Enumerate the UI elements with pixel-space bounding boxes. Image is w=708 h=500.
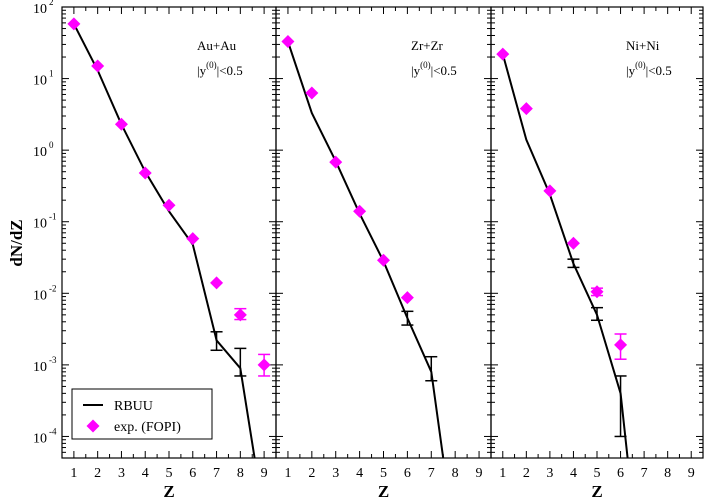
x-tick-label: 3 (118, 466, 125, 481)
exp-point-diamond (67, 17, 81, 31)
exp-point-diamond (614, 338, 628, 352)
legend-diamond-marker (86, 419, 100, 433)
y-tick-exponent: -1 (49, 212, 57, 222)
legend: RBUU exp. (FOPI) (71, 388, 213, 440)
x-tick-label: 8 (237, 466, 244, 481)
x-tick-label: 6 (189, 466, 196, 481)
y-tick-exponent: -4 (49, 426, 57, 436)
x-axis-title: Z (378, 482, 389, 500)
exp-point-diamond (496, 47, 510, 61)
exp-point-diamond (114, 117, 128, 131)
y-tick-label: 10 (33, 360, 47, 375)
y-tick-exponent: 2 (49, 0, 54, 7)
x-tick-label: 4 (570, 466, 577, 481)
exp-point-diamond (138, 166, 152, 180)
x-tick-label: 3 (546, 466, 553, 481)
exp-point-diamond (353, 204, 367, 218)
exp-point-diamond (233, 308, 247, 322)
exp-point-diamond (257, 358, 271, 372)
x-tick-label: 3 (332, 466, 339, 481)
panel-ni-ni: 1 2 3 4 5 6 7 8 9Z Ni+Ni |y(0)|<0.5 (490, 6, 704, 500)
x-tick-label: 9 (261, 466, 268, 481)
plot-area (281, 34, 445, 458)
x-tick-label: 9 (476, 466, 483, 481)
x-tick-label: 9 (688, 466, 695, 481)
legend-label: exp. (FOPI) (114, 420, 181, 435)
x-tick-label: 2 (308, 466, 315, 481)
x-tick-label: 7 (428, 466, 435, 481)
x-tick-label: 5 (380, 466, 387, 481)
system-label: Zr+Zr (411, 38, 444, 53)
y-tick-label: 10 (33, 145, 47, 160)
exp-point-diamond (543, 184, 557, 198)
x-tick-label: 7 (641, 466, 648, 481)
y-tick-exponent: 1 (49, 69, 54, 79)
rapidity-cut-label: |y(0)|<0.5 (197, 60, 243, 78)
x-tick-label: 6 (617, 466, 624, 481)
rbuu-line (286, 41, 445, 458)
exp-point-diamond (210, 276, 224, 290)
legend-label: RBUU (114, 399, 153, 414)
x-tick-label: 1 (499, 466, 506, 481)
x-tick-label: 5 (594, 466, 601, 481)
x-tick-label: 2 (523, 466, 530, 481)
y-tick-label: 10 (33, 288, 47, 303)
y-tick-exponent: -3 (49, 355, 57, 365)
exp-point-diamond (566, 236, 580, 250)
y-tick-label: 10 (33, 431, 47, 446)
x-tick-label: 1 (70, 466, 77, 481)
x-tick-label: 4 (356, 466, 363, 481)
rbuu-line (501, 53, 629, 458)
panel-frame (275, 6, 492, 459)
rapidity-cut-label: |y(0)|<0.5 (411, 60, 457, 78)
y-tick-label: 10 (33, 217, 47, 232)
y-tick-label: 10 (33, 2, 47, 17)
exp-point-diamond (329, 155, 343, 169)
plot-area (496, 47, 629, 458)
x-tick-label: 6 (404, 466, 411, 481)
x-tick-label: 5 (166, 466, 173, 481)
y-tick-label: 10 (33, 74, 47, 89)
exp-point-diamond (91, 59, 105, 73)
x-tick-label: 2 (94, 466, 101, 481)
x-tick-label: 1 (284, 466, 291, 481)
panel-au-au: 1 2 3 4 5 6 7 8 9Z Au+Au |y(0)|<0.5 (61, 6, 277, 500)
x-axis-title: Z (163, 482, 174, 500)
y-tick-exponent: 0 (49, 140, 54, 150)
y-tick-exponent: -2 (49, 283, 57, 293)
x-tick-label: 8 (664, 466, 671, 481)
plot-area (67, 17, 271, 458)
x-tick-label: 4 (142, 466, 149, 481)
x-axis-title: Z (591, 482, 602, 500)
system-label: Au+Au (197, 38, 237, 53)
exp-point-diamond (400, 291, 414, 305)
legend-box (71, 388, 213, 440)
exp-point-diamond (186, 232, 200, 246)
exp-point-diamond (590, 285, 604, 299)
exp-point-diamond (162, 198, 176, 212)
exp-point-diamond (519, 102, 533, 116)
y-axis-title: dN/dZ (7, 219, 26, 266)
panels-group: 1 2 3 4 5 6 7 8 9Z Au+Au |y(0)|<0.5 1 2 3 4 5 6 7 8 9Z Zr+Zr… (61, 6, 704, 500)
exp-point-diamond (377, 253, 390, 267)
x-tick-label: 8 (452, 466, 459, 481)
rapidity-cut-label: |y(0)|<0.5 (626, 60, 672, 78)
x-tick-label: 7 (213, 466, 220, 481)
exp-point-diamond (305, 86, 319, 100)
panel-zr-zr: 1 2 3 4 5 6 7 8 9Z Zr+Zr |y(0)|<0.5 (275, 6, 492, 500)
system-label: Ni+Ni (626, 38, 660, 53)
exp-point-diamond (281, 34, 295, 48)
